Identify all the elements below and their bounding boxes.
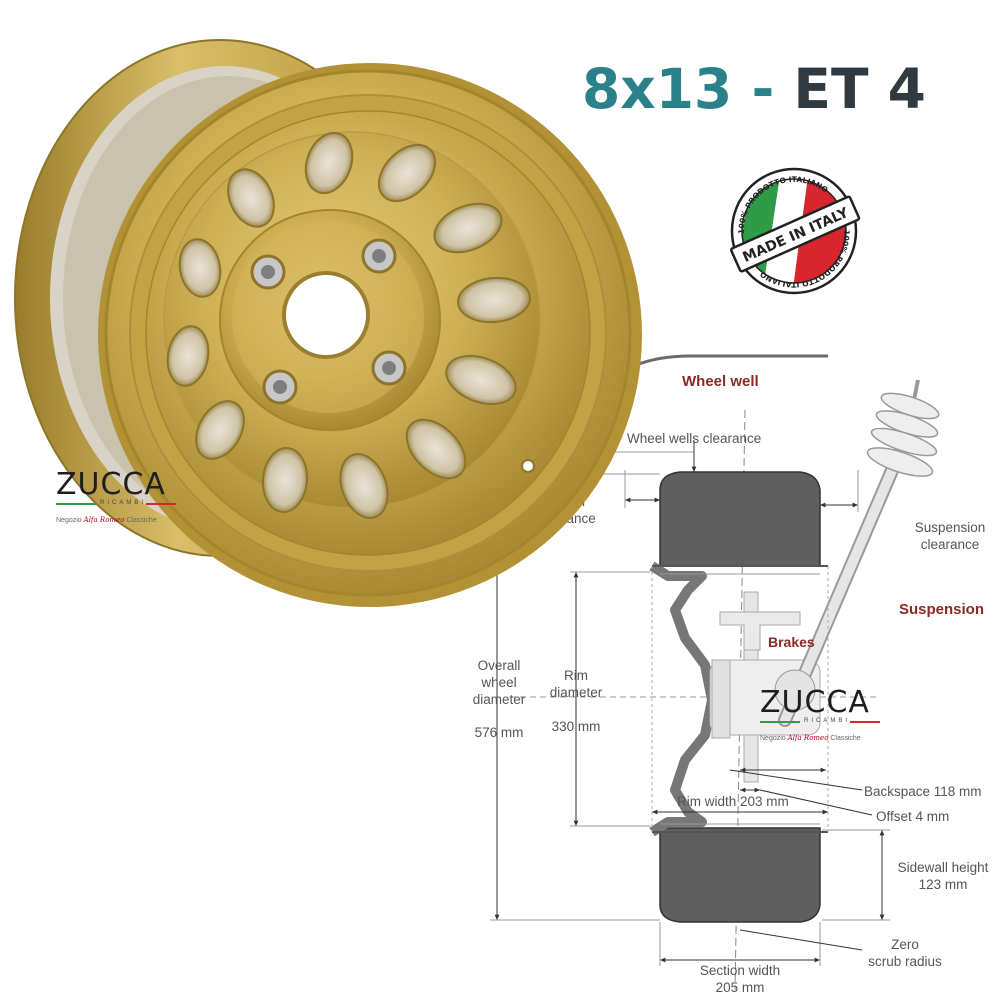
product-title: 8x13 - ET 4 xyxy=(582,62,982,117)
overall-wheel-diameter-value: 576 mm xyxy=(474,725,524,740)
wheel-size: 8x13 xyxy=(582,57,733,121)
brakes-heading: Brakes xyxy=(768,634,815,650)
title-dash: - xyxy=(732,57,794,121)
rim-diameter-value: 330 mm xyxy=(551,719,601,734)
valve-hole xyxy=(521,459,535,473)
made-in-italy-badge: MADE IN ITALY 100% PRODOTTO ITALIANO 100… xyxy=(730,167,861,295)
offset-label: Offset 4 mm xyxy=(876,809,950,824)
backspace-label: Backspace 118 mm xyxy=(864,784,982,799)
wheel-wells-clearance-label: Wheel wells clearance xyxy=(627,431,762,446)
suspension-heading: Suspension xyxy=(899,601,985,618)
rim-width-label: Rim width 203 mm xyxy=(677,794,789,809)
center-bore xyxy=(282,271,370,359)
suspension-strut xyxy=(774,379,940,727)
wheel-well-heading: Wheel well xyxy=(682,373,759,390)
zucca-logo-center: ZUCCA RICAMBI Negozio Alfa Romeo Classic… xyxy=(760,688,890,742)
spoke-holes xyxy=(166,131,531,519)
offset-et: ET 4 xyxy=(793,57,926,121)
tire-top xyxy=(659,471,821,567)
gold-alloy-wheel xyxy=(14,39,642,607)
zucca-logo-left: ZUCCA RICAMBI Negozio Alfa Romeo Classic… xyxy=(56,470,186,524)
tire-bottom xyxy=(659,827,821,923)
